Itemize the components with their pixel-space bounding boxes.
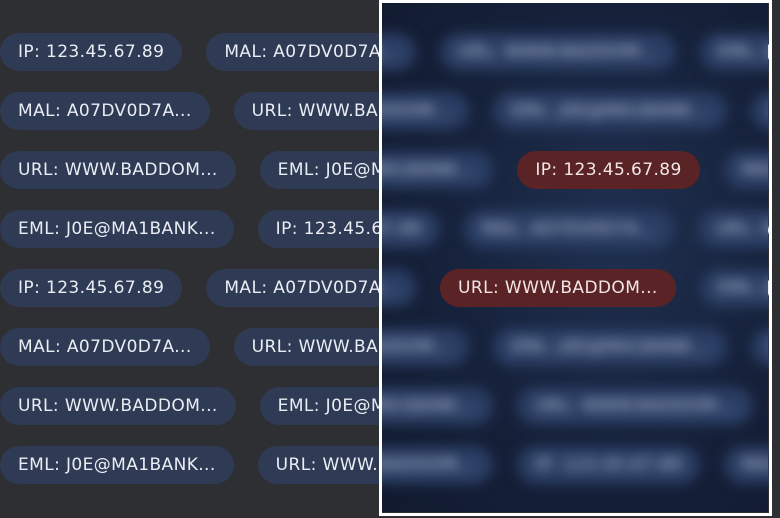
indicator-row: MAL: A07DV0D7A...URL: WWW.BADDOM...EML: … [381, 328, 768, 366]
indicator-row: URL: WWW.BADDOM...EML: J0E@MA1BANK...URL… [381, 387, 768, 425]
indicator-pill[interactable]: MAL: A07DV0D7A... [723, 151, 768, 189]
indicator-pill[interactable]: MAL: A07DV0D7A... [723, 446, 768, 484]
indicator-row: MAL: A07DV0D7A...URL: WWW.BADDOM...EML: … [381, 92, 768, 130]
indicator-row: EML: J0E@MA1BANK...URL: WWW.BADDOM...IP:… [381, 446, 768, 484]
indicator-pill[interactable]: URL: WWW.BADDOM... [697, 210, 768, 248]
indicator-row: MAL: A07DV0D7A...URL: WWW.BADDOM...EML: … [381, 92, 768, 130]
flagged-indicator-pill[interactable]: URL: WWW.BADDOM... [440, 269, 676, 307]
indicator-row: URL: WWW.BADDOM...EML: J0E@MA1BANK...URL… [381, 387, 768, 425]
indicator-row: EML: J0E@MA1BANK...URL: WWW.BADDOM...IP:… [381, 446, 768, 484]
indicator-pill[interactable]: IP: 123.45.67.89 [517, 446, 700, 484]
indicator-pill[interactable]: MAL: A07DV0D7A... [206, 33, 417, 71]
indicator-pill[interactable]: IP: 123.45.67.89 [381, 210, 441, 248]
indicator-pill[interactable]: EML: J0E@MA1BANK... [699, 33, 768, 71]
indicator-pill[interactable]: MAL: A07DV0D7A... [0, 328, 210, 366]
indicator-pill[interactable]: EML: J0E@MA1BANK... [381, 151, 494, 189]
indicator-pill[interactable]: IP: 123.45.67.89 [0, 33, 183, 71]
flagged-indicator-pill[interactable]: IP: 123.45.67.89 [517, 151, 700, 189]
indicator-pill[interactable]: IP: 123.45.67.89 [751, 92, 768, 130]
right-margin [772, 0, 780, 518]
indicator-pill[interactable]: EML: J0E@MA1BANK... [493, 328, 727, 366]
indicator-pill[interactable]: EML: J0E@MA1BANK... [381, 387, 494, 425]
indicator-row: URL: WWW.BADDOM...EML: J0E@MA1BANK...IP:… [381, 151, 768, 189]
indicator-pill[interactable]: EML: J0E@MA1BANK... [0, 446, 234, 484]
indicator-pill[interactable]: MAL: A07DV0D7A... [381, 269, 417, 307]
indicator-pill[interactable]: MAL: A07DV0D7A... [464, 210, 674, 248]
indicator-pill[interactable]: MAL: A07DV0D7A... [381, 33, 417, 71]
indicator-pill[interactable]: URL: WWW.BADDOM... [517, 387, 754, 425]
indicator-pill[interactable]: IP: 123.45.67.89 [0, 269, 183, 307]
indicator-pill[interactable]: URL: WWW.BADDOM... [381, 328, 470, 366]
indicator-pill[interactable]: MAL: A07DV0D7A... [0, 92, 210, 130]
indicator-pill[interactable]: EML: J0E@MA1BANK... [493, 92, 727, 130]
indicator-pill[interactable]: URL: WWW.BADDOM... [440, 33, 676, 71]
indicator-row: EML: J0E@MA1BANK...IP: 123.45.67.89MAL: … [381, 210, 768, 248]
indicator-pill[interactable]: EML: J0E@MA1BANK... [699, 269, 768, 307]
indicator-row: URL: WWW.BADDOM...EML: J0E@MA1BANK...IP:… [381, 151, 768, 189]
indicator-pill[interactable]: EML: J0E@MA1BANK... [0, 210, 234, 248]
indicator-pill[interactable]: IP: 123.45.67.89 [751, 328, 768, 366]
indicator-pill[interactable]: URL: WWW.BADDOM... [0, 387, 236, 425]
indicator-pill[interactable]: URL: WWW.BADDOM... [0, 151, 236, 189]
indicator-pill[interactable]: URL: WWW.BADDOM... [381, 92, 470, 130]
indicator-row: MAL: A07DV0D7A...URL: WWW.BADDOM...EML: … [381, 328, 768, 366]
indicator-pill[interactable]: URL: WWW.BADDOM... [381, 446, 494, 484]
indicator-row: EML: J0E@MA1BANK...IP: 123.45.67.89MAL: … [381, 210, 768, 248]
